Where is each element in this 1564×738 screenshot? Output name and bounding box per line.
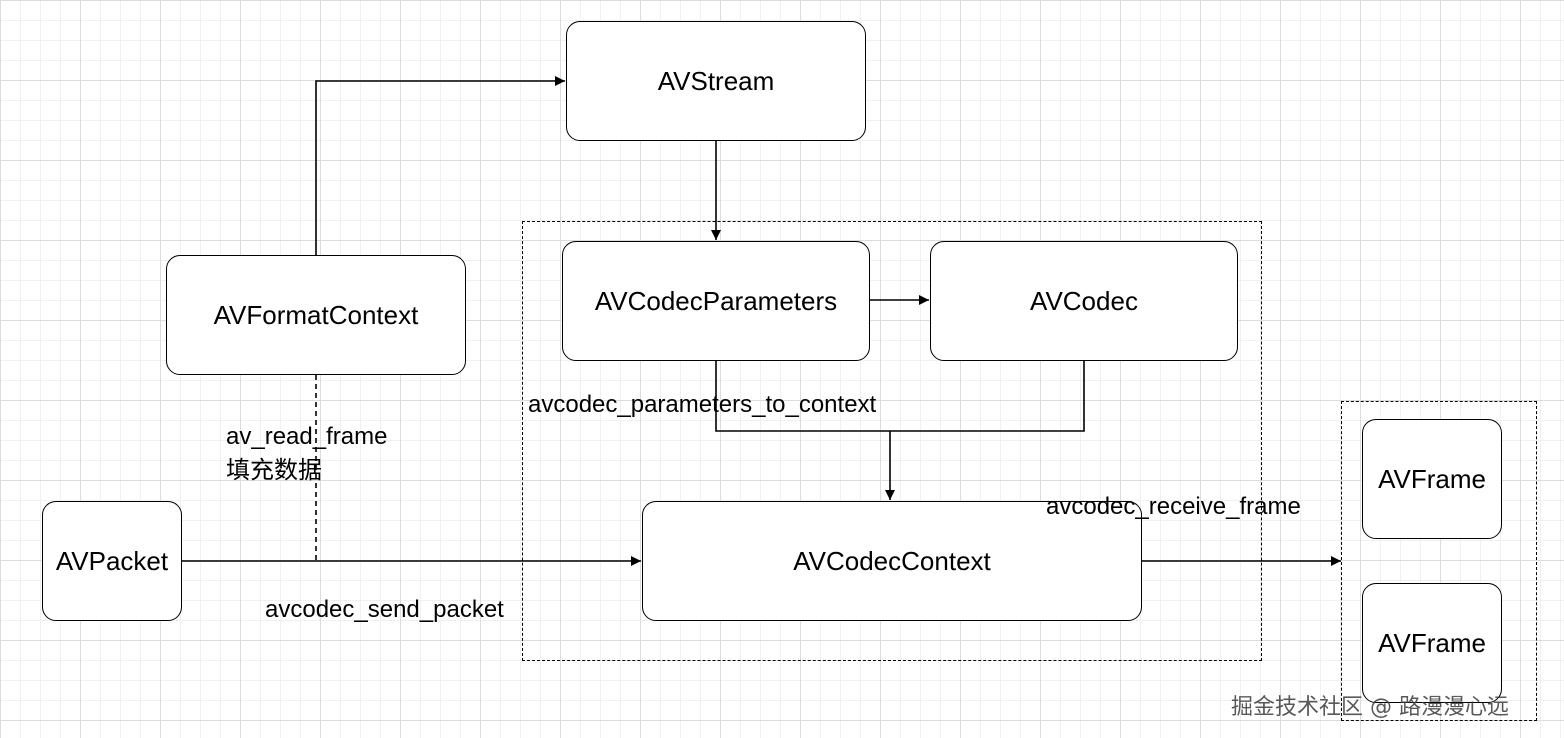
label-av-read-frame: av_read_frame [226,423,388,450]
arrow-formatcontext-to-stream [315,76,565,255]
avpacket-node[interactable]: AVPacket [42,501,182,621]
label-fill-data: 填充数据 [226,457,322,484]
avcodecparameters-node[interactable]: AVCodecParameters [562,241,870,361]
label-avcodec-parameters-to-context: avcodec_parameters_to_context [528,391,877,418]
avcodeccontext-node[interactable]: AVCodecContext [642,501,1142,621]
line-codec-to-join [890,361,1085,432]
frame-group-container [1341,401,1537,721]
avcodec-node[interactable]: AVCodec [930,241,1238,361]
codec-group-container [522,221,1262,661]
avframe-node-2[interactable]: AVFrame [1362,583,1502,703]
avstream-node[interactable]: AVStream [566,21,866,141]
line-codecparameters-to-join [715,361,890,432]
label-avcodec-send-packet: avcodec_send_packet [265,596,504,623]
watermark-text: 掘金技术社区 @ 路漫漫心远 [1231,695,1509,720]
avframe-node-1[interactable]: AVFrame [1362,419,1502,539]
label-avcodec-receive-frame: avcodec_receive_frame [1046,493,1301,520]
avformatcontext-node[interactable]: AVFormatContext [166,255,466,375]
